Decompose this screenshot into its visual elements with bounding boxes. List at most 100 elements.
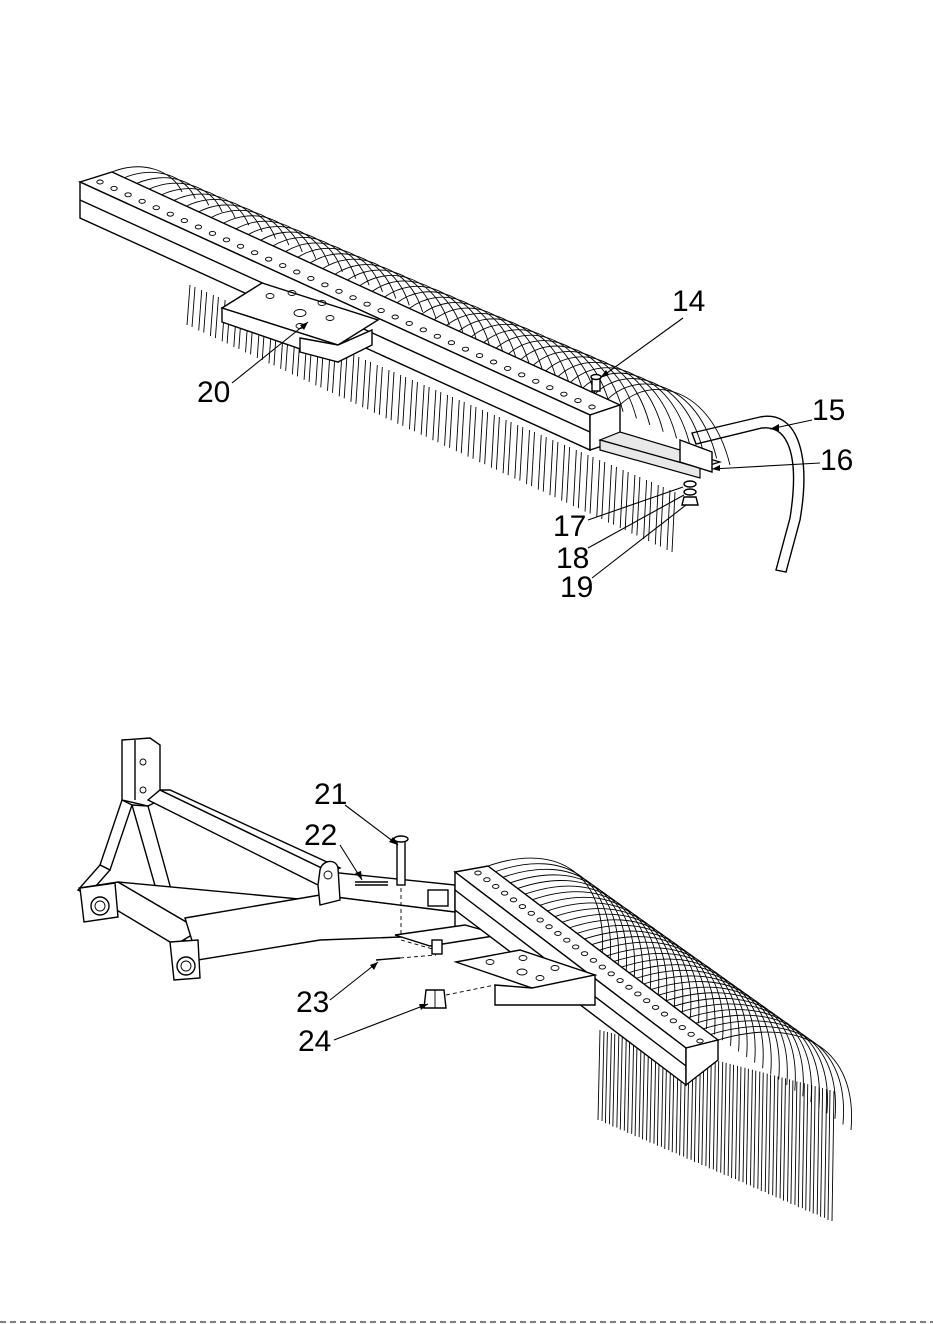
tooth: [721, 1062, 723, 1173]
tooth: [828, 1090, 830, 1220]
tooth: [647, 1043, 649, 1141]
tooth: [555, 442, 558, 497]
tooth: [398, 375, 401, 424]
callout-20: 20: [197, 376, 230, 409]
tooth: [639, 1041, 641, 1137]
tooth: [602, 462, 605, 519]
tooth: [215, 297, 218, 338]
tooth: [496, 417, 499, 470]
tooth: [620, 470, 623, 528]
tooth: [456, 400, 459, 451]
tooth: [379, 367, 382, 415]
hardware-17-18-19: [682, 481, 698, 505]
tooth: [783, 1078, 785, 1200]
callout-23: 23: [296, 986, 329, 1019]
tooth: [754, 1071, 756, 1188]
tooth: [543, 437, 546, 492]
tooth: [386, 370, 389, 418]
tooth: [527, 430, 530, 484]
tooth: [187, 285, 190, 325]
loose-tine-15: [692, 416, 804, 572]
tooth: [374, 365, 377, 413]
tooth: [602, 1031, 604, 1121]
tooth: [798, 1082, 800, 1207]
tooth: [491, 415, 494, 468]
tooth: [643, 1042, 645, 1140]
tooth: [750, 1070, 752, 1186]
tooth: [421, 385, 424, 435]
nut-24: [424, 985, 495, 1008]
tooth: [765, 1074, 767, 1192]
callout-17: 17: [553, 510, 586, 543]
tooth: [613, 467, 616, 525]
tooth: [351, 355, 354, 402]
tooth: [802, 1083, 804, 1208]
tooth: [624, 1037, 626, 1131]
tooth: [485, 412, 488, 464]
callout-16: 16: [820, 444, 853, 477]
tooth: [825, 1089, 827, 1218]
tooth: [433, 390, 436, 440]
tooth: [806, 1084, 808, 1210]
tooth: [660, 487, 663, 547]
tooth: [461, 402, 464, 453]
tooth: [578, 452, 581, 508]
tooth: [743, 1068, 745, 1183]
tooth: [617, 1035, 619, 1128]
callout-24: 24: [298, 1025, 331, 1058]
tooth: [210, 295, 213, 336]
rake-head-assembly: 14 15 16 17 18 19 20: [80, 167, 853, 604]
tooth: [605, 1032, 607, 1123]
tooth: [356, 357, 359, 404]
tooth: [655, 485, 658, 545]
tooth: [773, 1076, 775, 1196]
tooth: [515, 425, 518, 479]
tooth: [414, 382, 417, 431]
tooth: [613, 1034, 615, 1127]
tooth: [620, 1036, 622, 1130]
tooth: [391, 372, 394, 420]
tooth: [473, 407, 476, 459]
tooth: [562, 445, 565, 501]
tooth: [791, 1080, 793, 1204]
tooth: [795, 1081, 797, 1205]
tooth: [192, 287, 195, 327]
tooth: [409, 380, 412, 429]
callout-22: 22: [304, 819, 337, 852]
tooth: [810, 1085, 812, 1211]
tooth: [520, 427, 523, 481]
tooth: [608, 465, 611, 523]
tooth: [817, 1087, 819, 1214]
callout-19: 19: [560, 571, 593, 604]
tooth: [724, 1063, 726, 1175]
tooth: [728, 1064, 730, 1176]
tooth: [776, 1076, 778, 1197]
tooth: [821, 1088, 823, 1217]
tooth: [468, 405, 471, 457]
tooth: [450, 397, 453, 448]
tooth: [746, 1069, 748, 1185]
tooth: [363, 360, 366, 407]
tooth: [635, 1040, 637, 1136]
tooth: [769, 1075, 771, 1195]
bushing-23: [376, 940, 442, 960]
tooth: [713, 1060, 715, 1169]
tooth: [567, 447, 570, 503]
callout-15: 15: [812, 394, 845, 427]
tooth: [573, 450, 576, 506]
tooth: [503, 420, 506, 473]
tooth: [597, 460, 600, 517]
tooth: [204, 292, 207, 332]
tooth: [609, 1033, 611, 1124]
bolt-14: [591, 375, 601, 392]
tooth: [709, 1059, 711, 1168]
tooth: [813, 1086, 815, 1213]
tooth: [508, 422, 511, 475]
tooth: [739, 1067, 741, 1182]
tooth: [538, 435, 541, 490]
tooth: [832, 1091, 834, 1221]
tooth: [199, 290, 202, 330]
tooth: [426, 387, 429, 437]
